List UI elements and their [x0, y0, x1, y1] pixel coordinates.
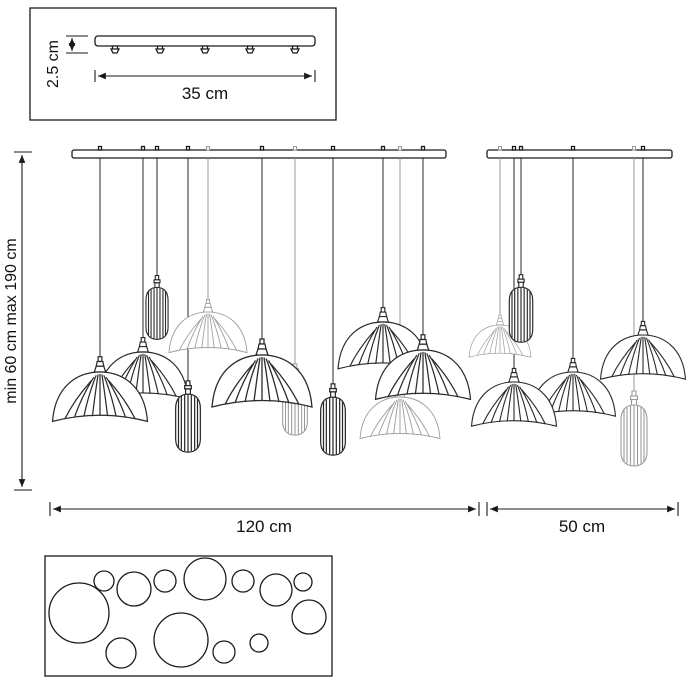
canopy-hole: [183, 557, 227, 601]
canopy-stud: [289, 45, 301, 54]
canopy-hole: [231, 569, 255, 593]
bar-mount: [518, 145, 524, 151]
bar-mount: [632, 146, 636, 151]
canopy-side-view: [94, 35, 316, 54]
dim-canopy-width: 35 cm: [94, 70, 316, 103]
canopy-hole: [153, 569, 177, 593]
canopy-stud: [109, 45, 121, 54]
canopy-hole: [93, 570, 115, 592]
left-width-label: 120 cm: [236, 517, 292, 536]
canopy-width-label: 35 cm: [182, 84, 228, 103]
left-fixture: [51, 145, 472, 456]
ovoid-shade: [145, 274, 169, 340]
bar-mount: [97, 145, 103, 151]
dome-shade: [599, 320, 687, 380]
canopy-detail-panel: 2.5 cm 35 cm: [29, 7, 337, 121]
canopy-hole: [105, 637, 137, 669]
bar-mount: [330, 145, 336, 151]
bar-mount: [293, 146, 297, 151]
canopy-hole: [48, 582, 110, 644]
canopy-bar-side: [94, 35, 316, 47]
bar-mount: [570, 145, 576, 151]
canopy-stud: [199, 45, 211, 54]
detail-panel-border: [29, 7, 337, 121]
dome-shade: [168, 299, 248, 353]
bar-mount: [640, 145, 646, 151]
bar-mount: [498, 146, 502, 151]
dome-shade: [470, 367, 558, 427]
dim-drop-height: min 60 cm max 190 cm: [3, 151, 32, 491]
left-ceiling-bar: [71, 149, 447, 159]
bar-mount: [185, 145, 191, 151]
canopy-top-view: [44, 555, 333, 677]
bar-mount: [420, 145, 426, 151]
right-width-label: 50 cm: [559, 517, 605, 536]
bar-mount: [259, 145, 265, 151]
canopy-hole: [293, 572, 313, 592]
canopy-stud: [244, 45, 256, 54]
canopy-hole: [249, 633, 269, 653]
bar-mount: [206, 146, 210, 151]
bar-mount: [380, 145, 386, 151]
dim-canopy-height: 2.5 cm: [45, 35, 88, 88]
drop-height-label: min 60 cm max 190 cm: [3, 238, 20, 403]
canopy-hole: [212, 640, 236, 664]
right-fixture: [468, 145, 687, 467]
bar-mount: [154, 145, 160, 151]
right-ceiling-bar: [486, 149, 673, 159]
canopy-hole: [116, 571, 152, 607]
ovoid-shade: [320, 383, 346, 456]
dome-shade: [211, 338, 313, 408]
dim-left-width: 120 cm: [49, 502, 480, 536]
dim-right-width: 50 cm: [486, 502, 679, 536]
ovoid-shade: [620, 390, 648, 467]
bar-mount: [398, 146, 402, 151]
canopy-hole: [259, 573, 293, 607]
right-fixture-shades: [468, 274, 687, 467]
canopy-stud: [154, 45, 166, 54]
bar-mount: [140, 145, 146, 151]
canopy-hole: [153, 612, 209, 668]
ovoid-shade: [508, 274, 534, 343]
bar-mount: [511, 145, 517, 151]
canopy-height-label: 2.5 cm: [45, 40, 62, 88]
canopy-hole: [291, 599, 327, 635]
